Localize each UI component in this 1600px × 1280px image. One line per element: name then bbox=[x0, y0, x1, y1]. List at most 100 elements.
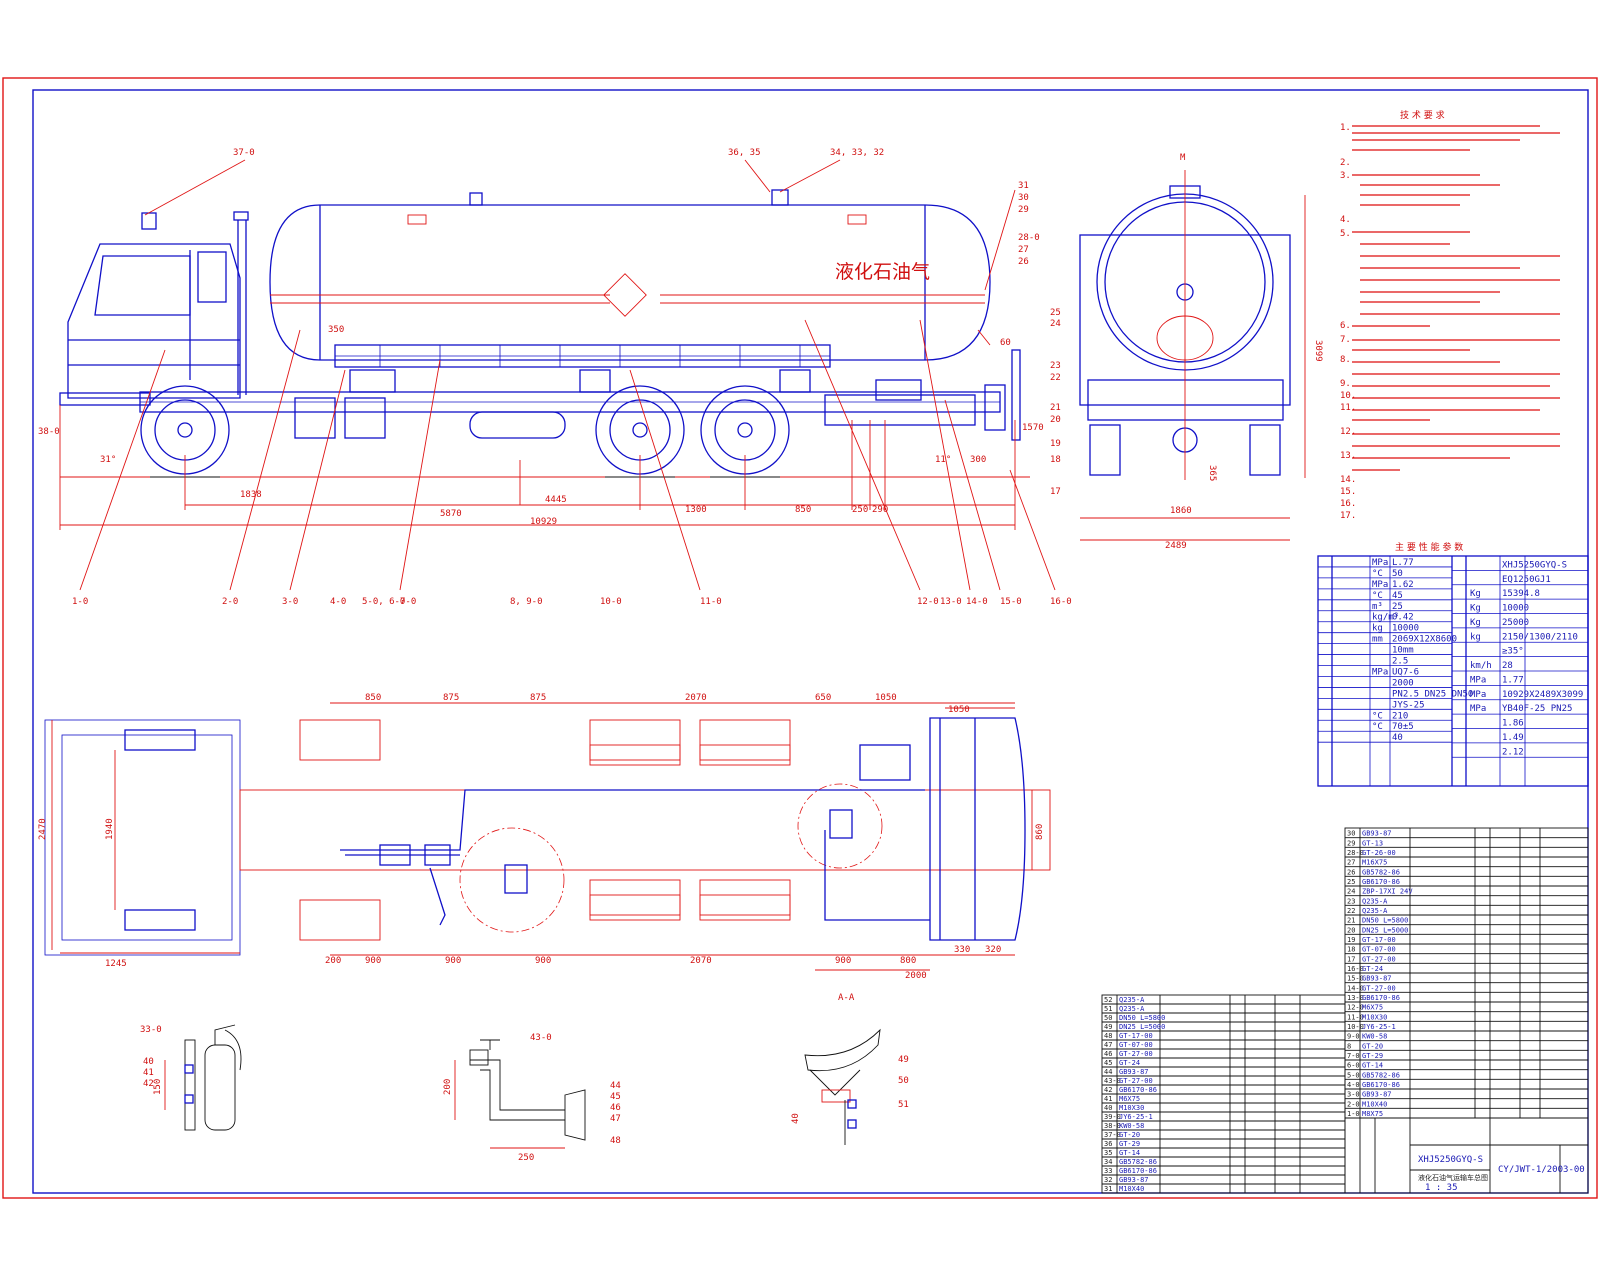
plan-view bbox=[44, 702, 1051, 971]
svg-text:16.: 16. bbox=[1340, 499, 1356, 509]
bom-row-part: GT-27-00 bbox=[1362, 984, 1396, 992]
svg-text:1050: 1050 bbox=[948, 705, 970, 715]
dim-rear-0: 1860 bbox=[1170, 506, 1192, 516]
perf-value-right: XHJ5250GYQ-S bbox=[1502, 560, 1567, 570]
right-side-callouts: 31 30 29 28-0 27 26 25 24 23 22 21 20 19… bbox=[1018, 181, 1061, 497]
svg-text:20: 20 bbox=[1050, 415, 1061, 425]
bom-row-no: 49 bbox=[1104, 1023, 1112, 1031]
callout-48: 48 bbox=[610, 1136, 621, 1146]
bom-row-part: DN50 L=5800 bbox=[1362, 917, 1408, 925]
perf-value-left: 2000 bbox=[1392, 678, 1414, 688]
dim-side-11: 1570 bbox=[1022, 423, 1044, 433]
bom-row-no: 13-0 bbox=[1347, 994, 1364, 1002]
bom-row-part: GB5782-86 bbox=[1362, 1071, 1400, 1079]
bom-row-no: 39-0 bbox=[1104, 1113, 1121, 1121]
bom-row-no: 14-0 bbox=[1347, 984, 1364, 992]
bom-row-no: 28-0 bbox=[1347, 849, 1364, 857]
svg-text:10.: 10. bbox=[1340, 391, 1356, 401]
bom-row-no: 15-0 bbox=[1347, 975, 1364, 983]
svg-text:900: 900 bbox=[835, 956, 851, 966]
bom-row-part: GB93-87 bbox=[1362, 830, 1392, 838]
bom-row-part: Q235-A bbox=[1119, 1005, 1145, 1013]
bom-row-no: 40 bbox=[1104, 1104, 1112, 1112]
bom-row-part: DN25 L=5000 bbox=[1119, 1023, 1165, 1031]
bom-row-part: GB6170-86 bbox=[1119, 1086, 1157, 1094]
dim-side-3: 1300 bbox=[685, 505, 707, 515]
svg-text:900: 900 bbox=[445, 956, 461, 966]
svg-text:11.: 11. bbox=[1340, 403, 1356, 413]
perf-value-right: 15394.8 bbox=[1502, 589, 1540, 599]
perf-value-right: ≥35° bbox=[1502, 647, 1524, 657]
perf-value-left: UQ7-6 bbox=[1392, 667, 1419, 677]
svg-text:7-0: 7-0 bbox=[400, 597, 416, 607]
perf-value-left: L.77 bbox=[1392, 558, 1414, 568]
dim-side-7: 10929 bbox=[530, 517, 557, 527]
perf-unit-right: kg bbox=[1470, 632, 1481, 642]
svg-text:8, 9-0: 8, 9-0 bbox=[510, 597, 543, 607]
svg-text:850: 850 bbox=[365, 693, 381, 703]
dim-side-8: 350 bbox=[328, 325, 344, 335]
bom-row-part: GT-17-00 bbox=[1119, 1032, 1153, 1040]
svg-text:4.: 4. bbox=[1340, 215, 1351, 225]
svg-text:11-0: 11-0 bbox=[700, 597, 722, 607]
perf-unit-right: Kg bbox=[1470, 604, 1481, 614]
perf-value-right: 2.12 bbox=[1502, 747, 1524, 757]
svg-text:5-0, 6-0: 5-0, 6-0 bbox=[362, 597, 405, 607]
bom-row-part: GB93-87 bbox=[1119, 1068, 1149, 1076]
perf-value-right: YB40F-25 PN25 bbox=[1502, 704, 1572, 714]
perf-unit-left: °C bbox=[1372, 569, 1383, 579]
bom-row-no: 46 bbox=[1104, 1050, 1112, 1058]
side-leaders bbox=[79, 159, 1056, 591]
bom-row-no: 3-0 bbox=[1347, 1091, 1360, 1099]
bom-row-no: 21 bbox=[1347, 917, 1355, 925]
bom-row-part: GT-29 bbox=[1119, 1140, 1140, 1148]
bom-row-no: 26 bbox=[1347, 868, 1355, 876]
title-scale: 1 : 35 bbox=[1425, 1183, 1458, 1193]
svg-text:2-0: 2-0 bbox=[222, 597, 238, 607]
bom-row-no: 5-0 bbox=[1347, 1071, 1360, 1079]
perf-value-right: 25000 bbox=[1502, 618, 1529, 628]
title-model: XHJ5250GYQ-S bbox=[1418, 1155, 1483, 1165]
svg-text:22: 22 bbox=[1050, 373, 1061, 383]
svg-text:24: 24 bbox=[1050, 319, 1061, 329]
bom-row-part: GT-07-00 bbox=[1362, 946, 1396, 954]
svg-text:17: 17 bbox=[1050, 487, 1061, 497]
callout-40: 40 bbox=[143, 1057, 154, 1067]
perf-unit-right: Kg bbox=[1470, 589, 1481, 599]
perf-value-left: 50 bbox=[1392, 569, 1403, 579]
callout-45: 45 bbox=[610, 1092, 621, 1102]
svg-text:860: 860 bbox=[1035, 824, 1045, 840]
bom-row-part: M6X75 bbox=[1362, 1004, 1383, 1012]
svg-text:1.: 1. bbox=[1340, 123, 1351, 133]
bom-row-part: GB5782-86 bbox=[1362, 868, 1400, 876]
bom-row-part: M10X30 bbox=[1362, 1013, 1387, 1021]
svg-text:10-0: 10-0 bbox=[600, 597, 622, 607]
bom-row-part: M6X75 bbox=[1119, 1095, 1140, 1103]
svg-text:15.: 15. bbox=[1340, 487, 1356, 497]
perf-unit-left: °C bbox=[1372, 711, 1383, 721]
bom-row-part: DN50 L=5800 bbox=[1119, 1014, 1165, 1022]
dim-side-0: 1838 bbox=[240, 490, 262, 500]
svg-text:18: 18 bbox=[1050, 455, 1061, 465]
svg-text:30: 30 bbox=[1018, 193, 1029, 203]
perf-value-right: 1.77 bbox=[1502, 675, 1524, 685]
svg-text:2070: 2070 bbox=[685, 693, 707, 703]
callout-47: 47 bbox=[610, 1114, 621, 1124]
dim-rear-2: 3099 bbox=[1313, 340, 1323, 362]
dim-side-12: 31° bbox=[100, 455, 116, 465]
side-view: 液化石油气 bbox=[59, 189, 1044, 530]
perf-unit-left: °C bbox=[1372, 722, 1383, 732]
bom-row-part: JY6-25-1 bbox=[1362, 1023, 1396, 1031]
bom-row-no: 11-0 bbox=[1347, 1013, 1364, 1021]
perf-value-left: 0.42 bbox=[1392, 613, 1414, 623]
perf-unit-left: MPa bbox=[1372, 580, 1388, 590]
callout-49: 49 bbox=[898, 1055, 909, 1065]
perf-value-left: 25 bbox=[1392, 602, 1403, 612]
callout-37-0: 37-0 bbox=[233, 148, 255, 158]
callout-50: 50 bbox=[898, 1076, 909, 1086]
callout-41: 41 bbox=[143, 1068, 154, 1078]
dim-detail-250: 250 bbox=[518, 1153, 534, 1163]
detail-a-a bbox=[804, 1028, 881, 1145]
plan-dims: 850 875 875 2070 650 1050 1050 200 900 9… bbox=[38, 693, 1045, 981]
bom-row-no: 4-0 bbox=[1347, 1081, 1360, 1089]
